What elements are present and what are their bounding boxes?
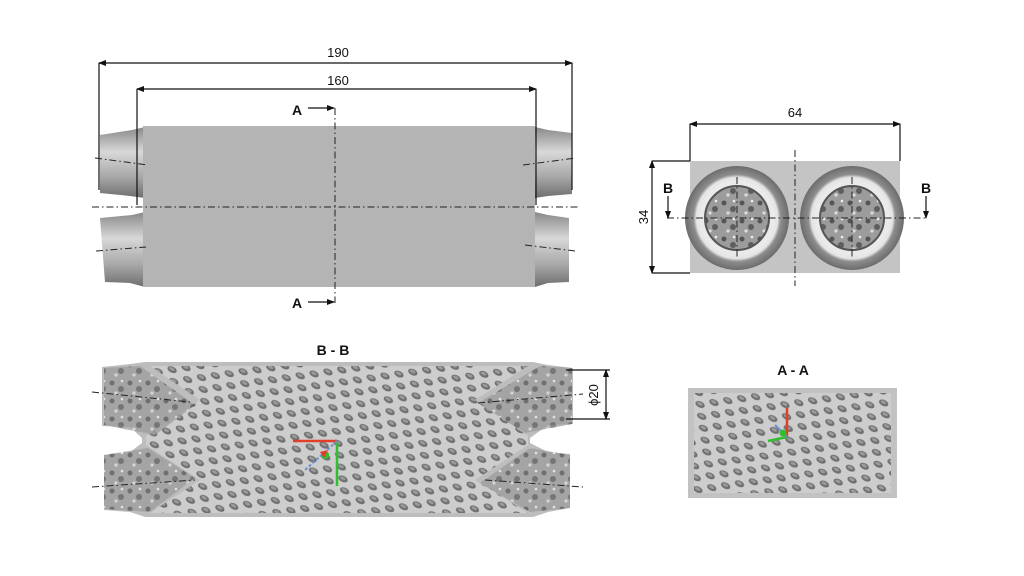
gyroid-lattice — [146, 366, 528, 513]
outlet-manifold — [478, 366, 572, 433]
gyroid-lattice — [694, 393, 891, 493]
port-axis — [95, 246, 147, 252]
outlet-manifold — [480, 448, 570, 512]
port-upper-left — [100, 127, 145, 198]
dimension-diameter-20: ϕ20 — [586, 384, 601, 406]
dimension-34: 34 — [636, 210, 651, 224]
port-axis — [522, 157, 577, 166]
port-axis — [91, 391, 191, 403]
section-b-b: B - B ϕ20 — [91, 342, 610, 517]
port-lower-left — [100, 212, 145, 287]
dimension-64: 64 — [788, 105, 802, 120]
port-axis — [477, 393, 584, 404]
port-axis — [484, 479, 584, 488]
coordinate-axes-icon — [767, 408, 789, 443]
coordinate-axes-icon — [293, 439, 339, 486]
section-label-a-top: A — [292, 102, 302, 118]
port-axis — [524, 244, 576, 252]
section-label-b-right: B — [921, 180, 931, 196]
inlet-manifold — [104, 366, 195, 435]
port-left-end — [685, 166, 789, 270]
port-upper-right — [535, 127, 572, 198]
section-label-a-bottom: A — [292, 295, 302, 311]
port-axis — [94, 157, 149, 166]
dimension-160: 160 — [327, 73, 349, 88]
side-view: 64 34 B B — [636, 105, 931, 286]
section-a-a: A - A — [688, 362, 897, 498]
section-label-b-left: B — [663, 180, 673, 196]
dimension-190: 190 — [327, 45, 349, 60]
port-axis — [91, 479, 196, 488]
inlet-manifold — [104, 448, 195, 512]
front-view: 190 160 A A — [92, 45, 578, 311]
section-b-b-title: B - B — [317, 342, 350, 358]
port-lower-right — [535, 212, 569, 287]
section-a-a-title: A - A — [777, 362, 809, 378]
